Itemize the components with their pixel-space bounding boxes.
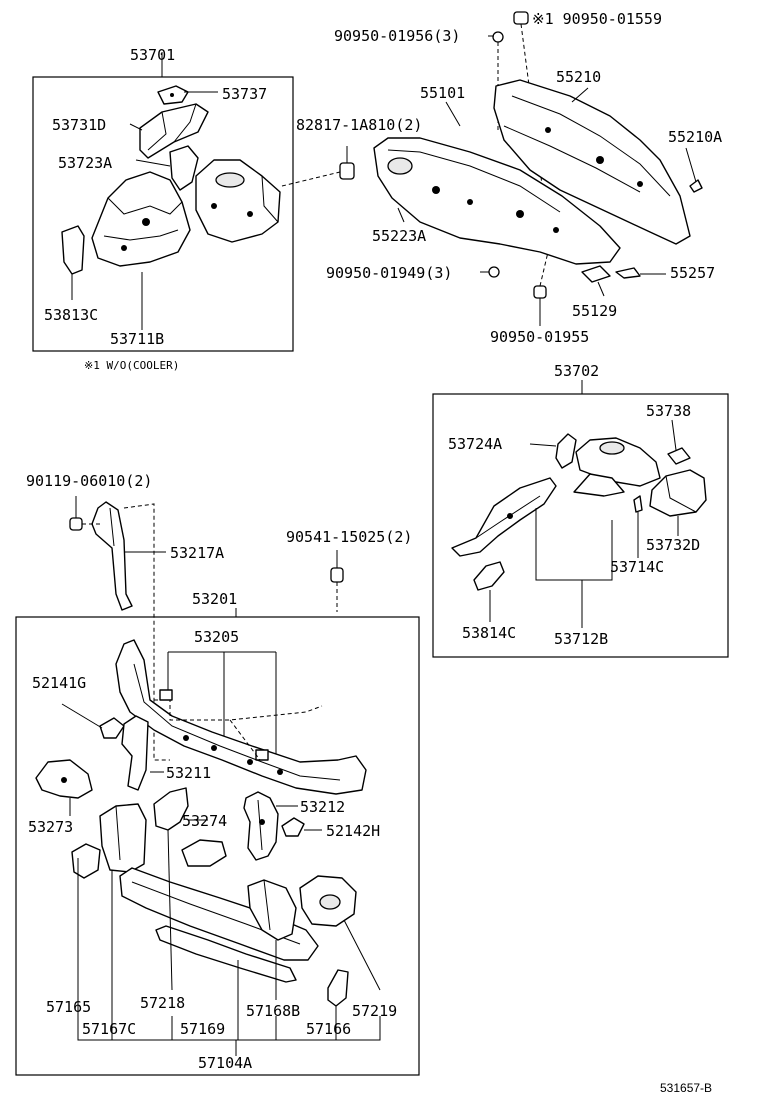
label-90950-01949: 90950-01949(3) (326, 264, 452, 282)
label-57104A: 57104A (198, 1054, 252, 1072)
label-53712B: 53712B (554, 630, 608, 648)
clip-90950-01955[interactable] (533, 285, 547, 299)
part-55129[interactable] (581, 265, 611, 283)
label-57167C: 57167C (82, 1020, 136, 1038)
part-53274[interactable] (153, 787, 227, 867)
group-box-53201 (15, 616, 420, 1076)
label-53201: 53201 (192, 590, 237, 608)
group-box-53702 (432, 393, 729, 658)
label-53211: 53211 (166, 764, 211, 782)
part-53212[interactable] (243, 791, 298, 861)
label-53212: 53212 (300, 798, 345, 816)
note-wo-cooler: ※1 W/O(COOLER) (84, 359, 179, 372)
part-53205-upper-support[interactable] (115, 639, 367, 795)
label-55101: 55101 (420, 84, 465, 102)
bolt-90119[interactable] (69, 496, 83, 531)
part-52142H[interactable] (281, 817, 322, 837)
label-57166: 57166 (306, 1020, 351, 1038)
label-55129: 55129 (572, 302, 617, 320)
label-57169: 57169 (180, 1020, 225, 1038)
part-55210A[interactable] (689, 179, 703, 193)
label-53724A: 53724A (448, 435, 502, 453)
part-53737[interactable] (157, 85, 189, 105)
part-55101[interactable] (373, 137, 621, 265)
label-53273: 53273 (28, 818, 73, 836)
part-53217A[interactable] (91, 501, 133, 611)
part-53711B-apron[interactable] (91, 171, 191, 267)
part-55257[interactable] (615, 267, 641, 279)
part-53723A[interactable] (169, 145, 199, 191)
label-57218: 57218 (140, 994, 185, 1012)
label-57165: 57165 (46, 998, 91, 1016)
part-57219[interactable] (299, 875, 381, 991)
part-52141G[interactable] (61, 703, 125, 739)
label-53813C: 53813C (44, 306, 98, 324)
group-box-53701 (32, 76, 294, 352)
clip-90950-01949[interactable] (488, 266, 500, 278)
label-82817: 82817-1A810(2) (296, 116, 422, 134)
part-suspension-tower-right[interactable] (573, 437, 661, 497)
part-53738[interactable] (667, 447, 691, 465)
label-55223A: 55223A (372, 227, 426, 245)
label-53274: 53274 (182, 812, 227, 830)
part-53814C[interactable] (473, 561, 505, 591)
label-55210: 55210 (556, 68, 601, 86)
label-53714C: 53714C (610, 558, 664, 576)
clip-90950-01559[interactable] (513, 11, 529, 25)
bolt-82817[interactable] (339, 146, 355, 180)
label-53205: 53205 (194, 628, 239, 646)
bolt-90541[interactable] (330, 550, 344, 583)
label-90950-01559: ※1 90950-01559 (532, 10, 662, 28)
label-53738: 53738 (646, 402, 691, 420)
part-57166[interactable] (327, 969, 349, 1007)
part-57167C[interactable] (99, 803, 147, 873)
label-57219: 57219 (352, 1002, 397, 1020)
label-53732D: 53732D (646, 536, 700, 554)
part-57168B[interactable] (247, 879, 297, 941)
label-53711B: 53711B (110, 330, 164, 348)
part-53731D[interactable] (139, 103, 209, 159)
part-53273[interactable] (35, 759, 93, 816)
label-90541: 90541-15025(2) (286, 528, 412, 546)
part-53712B-apron[interactable] (451, 477, 557, 557)
part-suspension-tower-left[interactable] (195, 159, 281, 243)
label-53702: 53702 (554, 362, 599, 380)
part-53813C[interactable] (61, 225, 85, 275)
label-53723A: 53723A (58, 154, 112, 172)
label-53737: 53737 (222, 85, 267, 103)
label-90950-01956: 90950-01956(3) (334, 27, 460, 45)
label-52142H: 52142H (326, 822, 380, 840)
label-90950-01955: 90950-01955 (490, 328, 589, 346)
label-55210A: 55210A (668, 128, 722, 146)
part-53714C[interactable] (633, 495, 643, 513)
label-55257: 55257 (670, 264, 715, 282)
label-90119: 90119-06010(2) (26, 472, 152, 490)
label-53217A: 53217A (170, 544, 224, 562)
label-53701: 53701 (130, 46, 175, 64)
part-53211[interactable] (121, 715, 164, 791)
part-57165[interactable] (71, 843, 101, 879)
part-53724A[interactable] (555, 433, 577, 469)
label-52141G: 52141G (32, 674, 86, 692)
part-53732D[interactable] (649, 469, 707, 517)
label-53814C: 53814C (462, 624, 516, 642)
reference-number: 531657-B (660, 1081, 712, 1095)
label-57168B: 57168B (246, 1002, 300, 1020)
label-53731D: 53731D (52, 116, 106, 134)
part-55210[interactable] (493, 79, 691, 245)
clip-90950-01956[interactable] (492, 31, 504, 43)
